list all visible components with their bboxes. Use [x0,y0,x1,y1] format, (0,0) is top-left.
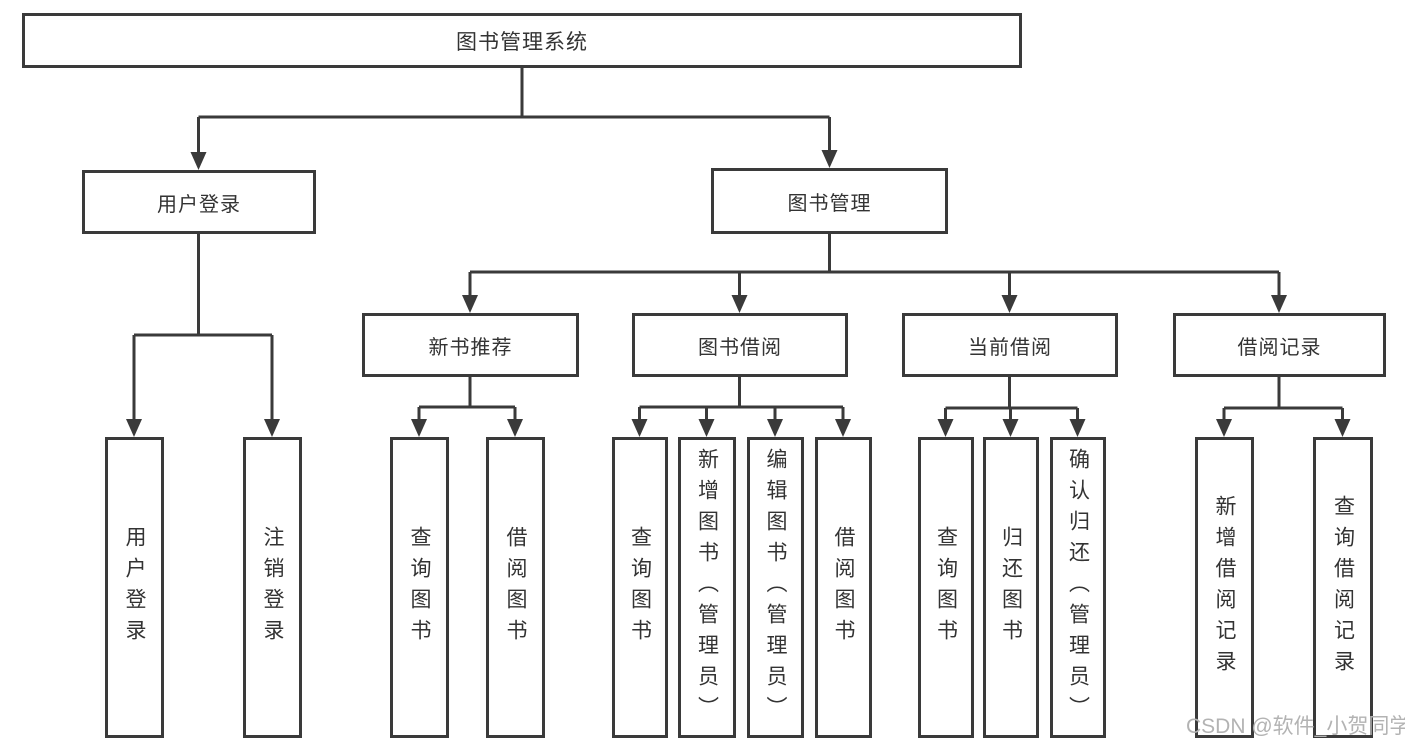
arrow-down-icon [190,152,207,170]
arrow-down-icon [264,419,280,437]
node-user-login: 用户登录 [82,170,316,234]
leaf-borrow-add-book-admin: 新增图书（管理员） [678,437,736,738]
leaf-newbook-query: 查询图书 [390,437,449,738]
node-label: 借阅图书 [832,525,855,650]
node-label: 归还图书 [999,525,1023,650]
node-label: 查询图书 [628,525,652,650]
node-borrow-record: 借阅记录 [1173,313,1386,377]
arrow-down-icon [126,419,142,437]
leaf-current-query: 查询图书 [918,437,974,738]
node-new-book-recommend: 新书推荐 [362,313,579,377]
node-label: 用户登录 [157,193,241,216]
connector-new-book-to-leaves [417,376,517,421]
leaf-user-login: 用户登录 [105,437,164,738]
arrow-down-icon [1001,295,1018,313]
arrow-down-icon [937,419,954,437]
node-label: 新增借阅记录 [1213,494,1236,681]
connector-user-login-to-leaves [132,233,274,421]
node-label: 查询借阅记录 [1331,494,1355,681]
node-label: 确认归还（管理员） [1066,448,1090,727]
node-label: 用户登录 [123,525,146,650]
leaf-logout: 注销登录 [243,437,302,738]
leaf-current-confirm-return-admin: 确认归还（管理员） [1050,437,1106,738]
node-label: 注销登录 [261,525,284,650]
leaf-borrow-query: 查询图书 [612,437,668,738]
leaf-record-add: 新增借阅记录 [1195,437,1254,738]
leaf-borrow-edit-book-admin: 编辑图书（管理员） [747,437,804,738]
arrow-down-icon [462,295,478,313]
arrow-down-icon [767,419,783,437]
connector-book-mgmt-to-level3 [468,233,1281,297]
connector-root-to-level2 [197,68,831,154]
node-label: 借阅记录 [1237,336,1322,359]
arrow-down-icon [821,150,838,168]
arrow-down-icon [835,419,851,437]
arrow-down-icon [1216,419,1232,437]
node-current-borrow: 当前借阅 [902,313,1118,377]
node-label: 新增图书（管理员） [695,448,719,727]
leaf-newbook-borrow: 借阅图书 [486,437,545,738]
leaf-borrow-borrow-book: 借阅图书 [815,437,872,738]
arrow-down-icon [1271,295,1287,313]
node-label: 新书推荐 [428,336,513,359]
node-label: 编辑图书（管理员） [764,448,787,727]
arrow-down-icon [411,419,427,437]
arrowheads [126,150,1351,437]
arrow-down-icon [1069,419,1086,437]
connector-borrow-record-to-leaves [1222,376,1344,421]
arrow-down-icon [1334,419,1351,437]
node-book-management: 图书管理 [711,168,948,234]
node-label: 借阅图书 [504,525,527,650]
node-label: 图书管理系统 [456,30,588,54]
leaf-current-return: 归还图书 [983,437,1039,738]
arrow-down-icon [631,419,648,437]
watermark: CSDN @软件_小贺同学 [1186,715,1405,738]
node-label: 查询图书 [408,525,431,650]
arrow-down-icon [698,419,715,437]
connector-book-borrow-to-leaves [638,376,845,421]
node-label: 当前借阅 [968,336,1052,359]
connector-current-borrow-to-leaves [944,376,1079,421]
node-book-borrow: 图书借阅 [632,313,848,377]
arrow-down-icon [1002,419,1019,437]
leaf-record-query: 查询借阅记录 [1313,437,1373,738]
node-label: 图书借阅 [698,336,782,359]
node-label: 查询图书 [934,525,958,650]
arrow-down-icon [731,295,748,313]
node-root-library-system: 图书管理系统 [22,13,1022,68]
arrow-down-icon [507,419,523,437]
node-label: 图书管理 [787,192,872,215]
